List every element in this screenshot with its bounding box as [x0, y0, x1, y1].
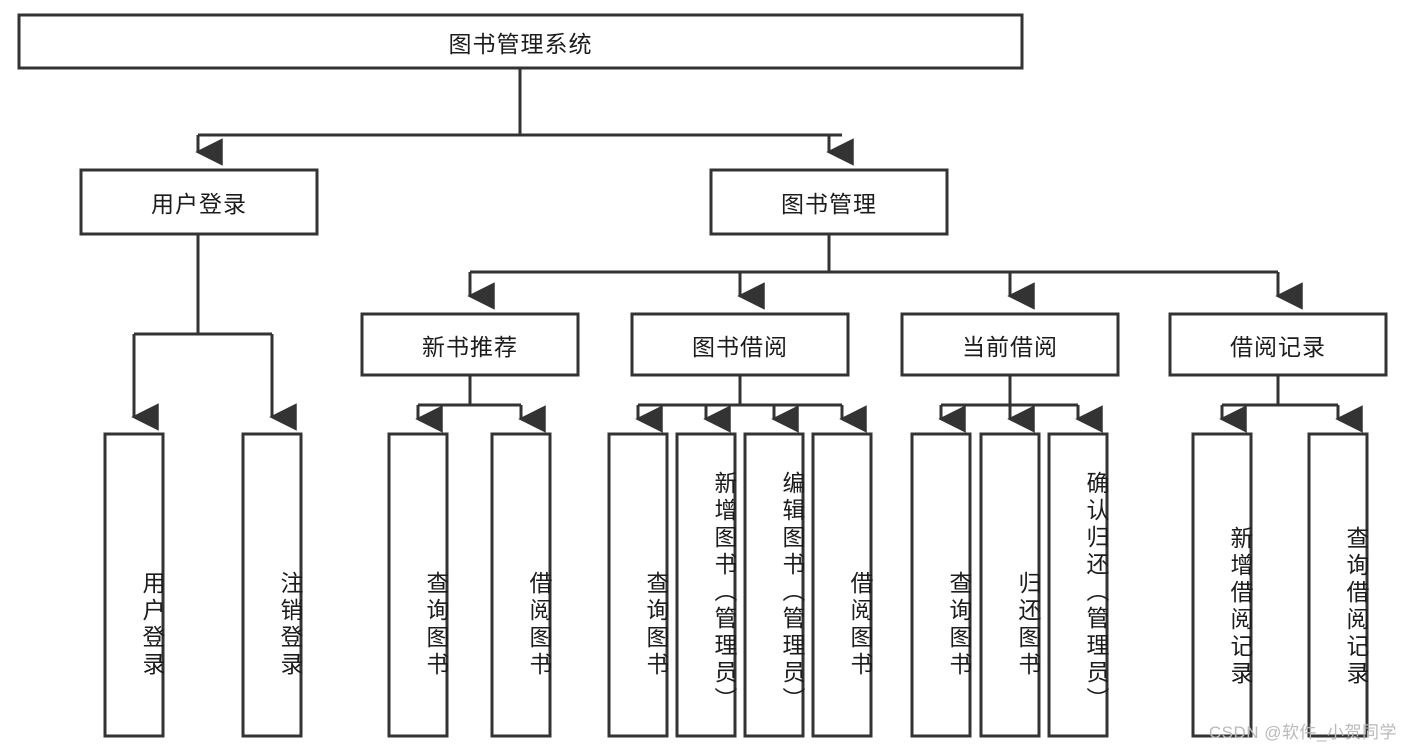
- connector-root-to-level1: [195, 68, 854, 166]
- node-box-leaf-user-login[interactable]: [103, 432, 165, 738]
- node-box-leaf-borrow-book[interactable]: [811, 432, 873, 738]
- node-box-new-book-rec[interactable]: [360, 312, 580, 377]
- node-box-leaf-add-book[interactable]: [675, 432, 737, 738]
- connector-borrowrecord-to-leaves: [1219, 375, 1363, 433]
- watermark-text: CSDN @软件_小贺同学: [1208, 723, 1397, 742]
- node-box-leaf-add-record[interactable]: [1191, 432, 1253, 738]
- connector-currentborrow-to-leaves: [938, 375, 1103, 433]
- node-box-leaf-confirm-return[interactable]: [1047, 432, 1109, 738]
- node-box-leaf-return-book[interactable]: [979, 432, 1041, 738]
- node-box-leaf-edit-book[interactable]: [743, 432, 805, 738]
- connector-newbookrec-to-leaves: [415, 375, 546, 433]
- node-box-leaf-logout[interactable]: [241, 432, 303, 738]
- node-box-book-manage[interactable]: [709, 168, 949, 236]
- node-box-leaf-query-record[interactable]: [1307, 432, 1369, 738]
- node-box-user-login[interactable]: [79, 168, 319, 236]
- connector-userlogin-to-leaves: [131, 234, 297, 431]
- node-box-current-borrow[interactable]: [900, 312, 1120, 377]
- node-box-leaf-query-book-cur[interactable]: [910, 432, 972, 738]
- node-box-leaf-query-book-rec[interactable]: [387, 432, 449, 738]
- node-box-borrow-record[interactable]: [1168, 312, 1388, 377]
- connector-bookborrow-to-leaves: [635, 375, 867, 433]
- node-box-book-borrow[interactable]: [630, 312, 850, 377]
- node-box-root[interactable]: [17, 13, 1024, 70]
- node-box-leaf-borrow-book-rec[interactable]: [490, 432, 552, 738]
- node-box-leaf-query-book-borrow[interactable]: [607, 432, 669, 738]
- connector-bookmanage-to-level2: [467, 233, 1303, 310]
